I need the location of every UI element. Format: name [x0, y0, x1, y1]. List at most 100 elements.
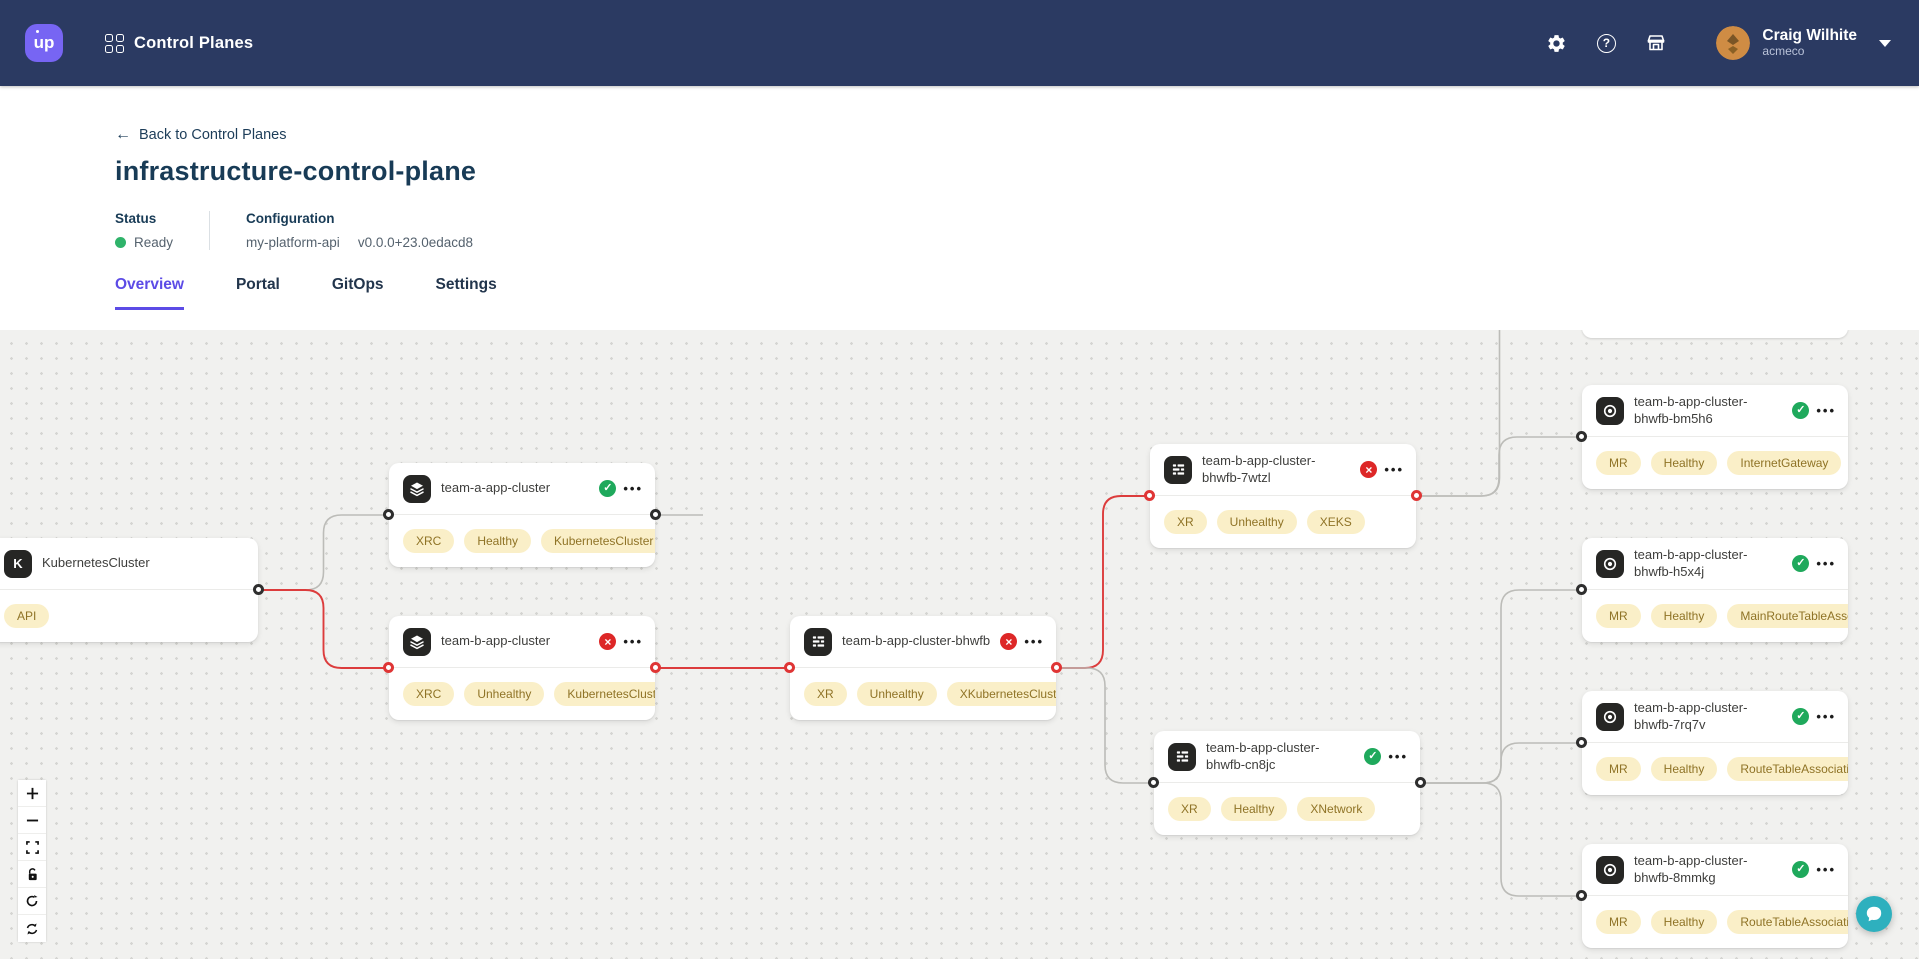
app-title: Control Planes: [134, 33, 254, 52]
page-title: infrastructure-control-plane: [115, 156, 477, 186]
user-org: acmeco: [1762, 44, 1805, 58]
connection-handle-right[interactable]: [650, 662, 661, 673]
badge: Healthy: [464, 529, 532, 553]
node-menu-button[interactable]: •••: [1816, 709, 1836, 724]
connection-handle-right[interactable]: [650, 509, 661, 520]
connection-handle-right[interactable]: [1415, 777, 1426, 788]
edge: [259, 514, 388, 591]
badge: MR: [1596, 451, 1641, 475]
grid-icon: [105, 33, 124, 53]
badge: Healthy: [1650, 910, 1718, 934]
node-menu-button[interactable]: •••: [623, 634, 643, 649]
zoom-in-button[interactable]: [18, 780, 46, 807]
connection-handle-left[interactable]: [1576, 737, 1587, 748]
connection-handle-right[interactable]: [253, 584, 264, 595]
rows-icon: [1168, 742, 1196, 771]
node-menu-button[interactable]: •••: [1816, 556, 1836, 571]
rows-icon: [1164, 455, 1192, 484]
chevron-down-icon: [1879, 39, 1891, 47]
top-navbar: up Control Planes ? Craig Wilhite acmeco: [0, 0, 1919, 86]
user-name: Craig Wilhite: [1762, 27, 1857, 45]
badge: RouteTableAssociation: [1727, 757, 1848, 781]
settings-icon[interactable]: [1544, 31, 1568, 55]
connection-handle-left[interactable]: [1576, 890, 1587, 901]
edge: [1421, 742, 1581, 784]
refresh-button[interactable]: [18, 915, 46, 942]
tab-settings[interactable]: Settings: [435, 276, 497, 293]
fit-view-button[interactable]: [18, 834, 46, 861]
zoom-out-button[interactable]: [18, 807, 46, 834]
page-header: ← Back to Control Planes infrastructure-…: [0, 86, 1919, 330]
user-menu[interactable]: Craig Wilhite acmeco: [1716, 26, 1891, 60]
badge: XR: [804, 682, 847, 706]
badge: XRC: [403, 682, 455, 706]
avatar: [1716, 26, 1751, 60]
rotate-button[interactable]: [18, 888, 46, 915]
connection-handle-left[interactable]: [1576, 431, 1587, 442]
node-partial-top-card[interactable]: [1582, 330, 1848, 338]
nav-control-planes[interactable]: Control Planes: [105, 33, 254, 53]
status-healthy-icon: ✓: [1792, 708, 1810, 725]
tab-bar: Overview Portal GitOps Settings: [115, 276, 1919, 310]
node-title: team-b-app-cluster-bhwfb-h5x4j: [1634, 546, 1748, 579]
badge: XKubernetesCluster: [946, 682, 1056, 706]
badge: XR: [1164, 510, 1207, 534]
connection-handle-left[interactable]: [784, 662, 795, 673]
connection-handle-left[interactable]: [1144, 490, 1155, 501]
node-menu-button[interactable]: •••: [1816, 403, 1836, 418]
connection-handle-left[interactable]: [1576, 584, 1587, 595]
node-menu-button[interactable]: •••: [1388, 749, 1408, 764]
badge: MR: [1596, 910, 1641, 934]
node-badges: XRCUnhealthyKubernetesCluster: [389, 668, 655, 720]
lock-button[interactable]: [18, 861, 46, 888]
node-title: team-b-app-cluster-bhwfb-7wtzl: [1202, 452, 1316, 485]
node-menu-button[interactable]: •••: [623, 481, 643, 496]
status-unhealthy-icon: ×: [1360, 461, 1378, 478]
connection-handle-left[interactable]: [383, 662, 394, 673]
layers-icon: [403, 474, 431, 503]
connection-handle-right[interactable]: [1411, 490, 1422, 501]
status-healthy-icon: ✓: [1792, 861, 1810, 878]
tab-portal[interactable]: Portal: [235, 276, 280, 293]
node-title: team-b-app-cluster-bhwfb-bm5h6: [1634, 393, 1748, 426]
node-menu-button[interactable]: •••: [1816, 862, 1836, 877]
node-menu-button[interactable]: •••: [1024, 634, 1044, 649]
edge: [1057, 667, 1153, 784]
tab-overview[interactable]: Overview: [115, 276, 184, 310]
node-badges: MRHealthyRouteTableAssociation: [1582, 743, 1848, 795]
badge: XNetwork: [1297, 797, 1376, 821]
status-value: Ready: [134, 235, 174, 250]
badge: InternetGateway: [1727, 451, 1842, 475]
target-icon: [1596, 549, 1624, 578]
edge: [259, 589, 388, 669]
badge: XR: [1168, 797, 1211, 821]
back-link[interactable]: ← Back to Control Planes: [115, 126, 287, 144]
tab-gitops[interactable]: GitOps: [331, 276, 384, 293]
connection-handle-left[interactable]: [383, 509, 394, 520]
upbound-logo[interactable]: up: [25, 24, 63, 62]
help-icon[interactable]: ?: [1594, 31, 1618, 55]
back-arrow-icon: ←: [115, 126, 131, 143]
badge: XEKS: [1306, 510, 1365, 534]
node-menu-button[interactable]: •••: [1384, 462, 1404, 477]
badge: Healthy: [1650, 604, 1718, 628]
connection-handle-left[interactable]: [1148, 777, 1159, 788]
chat-launcher-button[interactable]: [1856, 896, 1892, 932]
marketplace-icon[interactable]: [1644, 31, 1668, 55]
node-badges: MRHealthyRouteTableAssociation: [1582, 896, 1848, 948]
connection-handle-right[interactable]: [1051, 662, 1062, 673]
badge: Unhealthy: [856, 682, 937, 706]
edge: [1057, 495, 1149, 669]
